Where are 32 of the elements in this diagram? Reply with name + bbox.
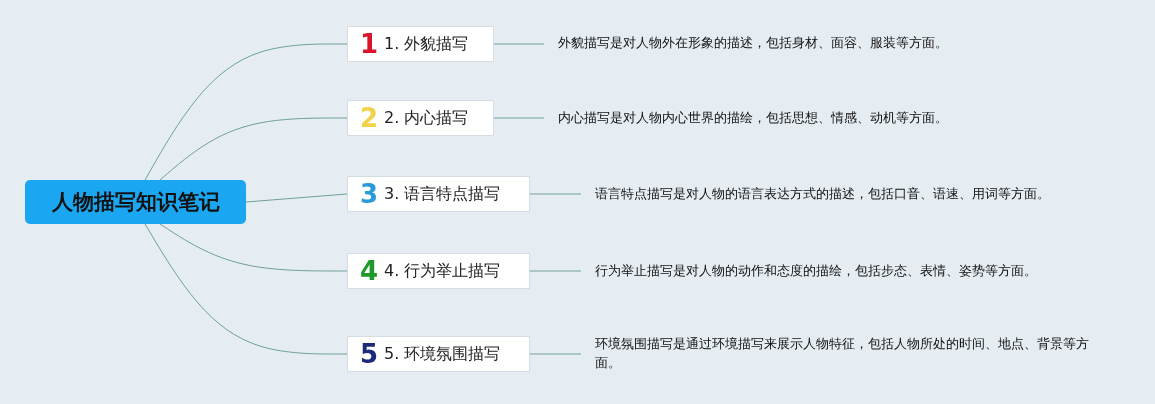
topic-box: [347, 336, 530, 372]
connector-line: [159, 223, 348, 272]
topic-label: 4. 行为举止描写: [384, 260, 501, 282]
number-icon: 3: [360, 179, 379, 209]
connector-line: [493, 43, 545, 45]
topic-box: [347, 253, 530, 289]
description-text: 语言特点描写是对人物的语言表达方式的描述，包括口音、语速、用词等方面。: [595, 186, 1050, 201]
connector-line: [159, 117, 348, 181]
topic-label: 1. 外貌描写: [384, 33, 469, 55]
description-text: 外貌描写是对人物外在形象的描述，包括身材、面容、服装等方面。: [558, 35, 948, 50]
number-icon: 4: [360, 256, 379, 286]
number-icon: 2: [360, 103, 379, 133]
description-text: 环境氛围描写是通过环境描写来展示人物特征，包括人物所处的时间、地点、背景等方面。: [595, 336, 1089, 370]
connector-line: [144, 223, 348, 355]
connector-line: [529, 353, 582, 355]
connector-line: [529, 193, 582, 195]
topic-box: [347, 100, 494, 136]
topic-label: 5. 环境氛围描写: [384, 343, 501, 365]
description-text: 行为举止描写是对人物的动作和态度的描绘，包括步态、表情、姿势等方面。: [595, 263, 1037, 278]
topic-title: 人物描写知识笔记: [51, 189, 220, 216]
connector-line: [529, 270, 582, 272]
topic-box: [347, 26, 494, 62]
number-icon: 1: [360, 29, 379, 59]
central-topic-box: [25, 180, 246, 224]
topic-label: 3. 语言特点描写: [384, 183, 501, 205]
connector-line: [493, 117, 545, 119]
topic-label: 2. 内心描写: [384, 107, 469, 129]
topic-box: [347, 176, 530, 212]
connector-line: [245, 193, 348, 203]
number-icon: 5: [360, 339, 379, 369]
description-text: 内心描写是对人物内心世界的描绘，包括思想、情感、动机等方面。: [558, 110, 948, 125]
connector-line: [144, 43, 348, 181]
